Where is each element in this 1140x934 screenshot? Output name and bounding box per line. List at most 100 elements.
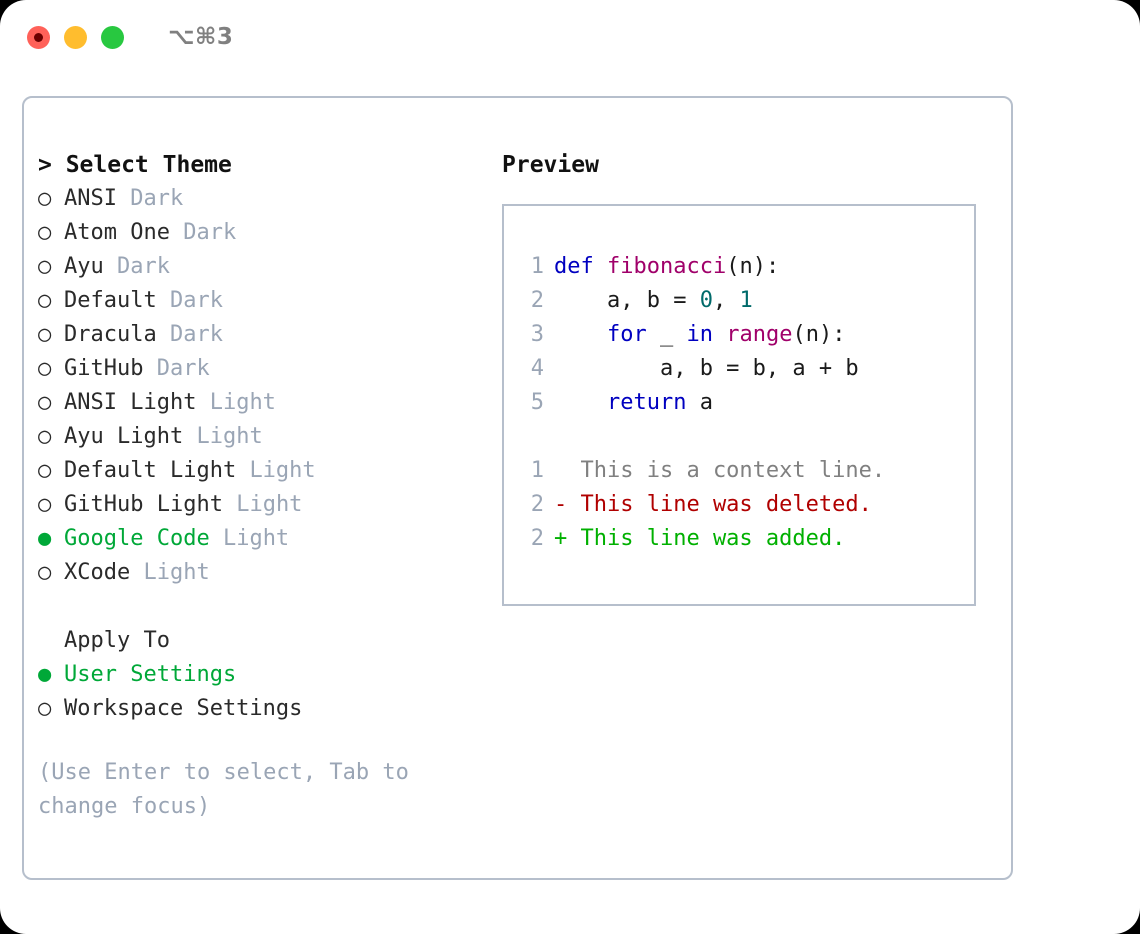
theme-option-default[interactable]: ○Default Dark: [38, 284, 468, 318]
spacer: [504, 420, 974, 454]
theme-picker-column: > Select Theme ○ANSI Dark○Atom One Dark○…: [38, 148, 468, 824]
code-token-fn: fibonacci: [606, 254, 727, 279]
code-token-fn: range: [726, 322, 793, 347]
code-line: 3 for _ in range(n):: [504, 318, 974, 352]
apply-to-header: Apply To: [64, 628, 170, 653]
radio-unselected-icon: ○: [38, 186, 52, 211]
code-line: 2 a, b = 0, 1: [504, 284, 974, 318]
apply-to-options-list: ● User Settings ○ Workspace Settings: [38, 658, 468, 726]
diff-line-ctx: 1 This is a context line.: [504, 454, 974, 488]
theme-option-label: Dracula: [64, 322, 157, 347]
code-token-plain: a, b =: [554, 288, 700, 313]
theme-option-kind: Light: [196, 424, 263, 449]
code-token-plain: _: [646, 322, 687, 347]
code-token-kw: return: [606, 390, 687, 415]
code-line: 5 return a: [504, 386, 974, 420]
keyboard-shortcut-label: ⌥⌘3: [168, 24, 234, 50]
theme-option-kind: Dark: [156, 356, 210, 381]
theme-option-kind: Light: [209, 390, 276, 415]
theme-option-atom-one[interactable]: ○ Atom One Dark: [38, 216, 468, 250]
code-token-plain: (n):: [792, 322, 846, 347]
apply-to-option-user-settings[interactable]: ● User Settings: [38, 658, 468, 692]
radio-unselected-icon: ○: [38, 288, 52, 313]
theme-option-dracula[interactable]: ○Dracula Dark: [38, 318, 468, 352]
code-token-plain: ,: [712, 288, 740, 313]
theme-option-label: Ayu Light: [64, 424, 184, 449]
apply-to-option-label: Workspace Settings: [64, 696, 303, 721]
radio-unselected-icon: ○: [38, 356, 52, 381]
theme-option-label: GitHub: [64, 356, 144, 381]
code-token-plain: a, b = b, a + b: [554, 356, 859, 381]
diff-line-del: 2- This line was deleted.: [504, 488, 974, 522]
radio-unselected-icon: ○: [38, 254, 52, 279]
theme-option-github-light[interactable]: ○GitHub Light Light: [38, 488, 468, 522]
radio-selected-icon: ●: [38, 662, 52, 687]
theme-option-label: Default Light: [64, 458, 237, 483]
theme-option-label: Google Code: [64, 526, 210, 551]
line-number: 5: [530, 390, 544, 415]
apply-to-option-workspace-settings[interactable]: ○ Workspace Settings: [38, 692, 468, 726]
diff-line-text: This is a context line.: [554, 458, 886, 483]
radio-selected-icon: ●: [38, 526, 52, 551]
theme-option-kind: Light: [249, 458, 316, 483]
theme-option-ansi[interactable]: ○ ANSI Dark: [38, 182, 468, 216]
theme-option-label: ANSI: [64, 186, 117, 211]
theme-option-github[interactable]: ○ GitHub Dark: [38, 352, 468, 386]
theme-option-kind: Light: [143, 560, 210, 585]
code-token-num: 0: [699, 288, 713, 313]
code-token-plain: [554, 322, 607, 347]
theme-option-xcode[interactable]: ○ XCode Light: [38, 556, 468, 590]
spacer: [38, 590, 468, 624]
theme-option-label: Atom One: [64, 220, 170, 245]
title-bar: ⌥⌘3: [0, 0, 1140, 78]
code-token-num: 1: [739, 288, 753, 313]
theme-option-kind: Dark: [183, 220, 237, 245]
radio-unselected-icon: ○: [38, 390, 52, 415]
radio-unselected-icon: ○: [38, 696, 52, 721]
maximize-button[interactable]: [101, 26, 124, 49]
theme-option-kind: Dark: [117, 254, 170, 279]
minimize-button[interactable]: [64, 26, 87, 49]
theme-option-ayu[interactable]: ○ Ayu Dark: [38, 250, 468, 284]
radio-unselected-icon: ○: [38, 322, 52, 347]
theme-option-kind: Dark: [130, 186, 184, 211]
theme-option-label: Ayu: [64, 254, 104, 279]
radio-unselected-icon: ○: [38, 458, 52, 483]
theme-options-list: ○ ANSI Dark ○ Atom One Dark ○ Ayu Dark ○ Defaul…: [38, 182, 468, 590]
main-panel: > Select Theme ○ANSI Dark○Atom One Dark○…: [22, 96, 1013, 880]
theme-option-ayu-light[interactable]: ○Ayu Light Light: [38, 420, 468, 454]
theme-option-google-code[interactable]: ● Google Code Light: [38, 522, 468, 556]
line-number: 2: [530, 526, 544, 551]
code-line: 4 a, b = b, a + b: [504, 352, 974, 386]
theme-option-default-light[interactable]: ○ Default Light Light: [38, 454, 468, 488]
theme-option-label: ANSI Light: [64, 390, 197, 415]
apply-to-option-label: User Settings: [64, 662, 237, 687]
code-token-kw: def: [554, 254, 607, 279]
close-button[interactable]: [27, 26, 50, 49]
line-number: 3: [530, 322, 544, 347]
diff-line-text: + This line was added.: [554, 526, 846, 551]
theme-option-kind: Light: [236, 492, 303, 517]
select-theme-title: > Select Theme: [38, 152, 232, 178]
theme-option-ansi-light[interactable]: ○ ANSI Light Light: [38, 386, 468, 420]
diff-sample: 1 This is a context line.2- This line wa…: [504, 454, 974, 556]
theme-option-label: Default: [64, 288, 157, 313]
keyboard-hint-text: (Use Enter to select, Tab to change focu…: [38, 760, 409, 819]
line-number: 1: [530, 254, 544, 279]
radio-unselected-icon: ○: [38, 220, 52, 245]
code-token-kw: in: [686, 322, 713, 347]
window-controls: [27, 26, 124, 49]
diff-line-text: - This line was deleted.: [554, 492, 872, 517]
theme-option-kind: Light: [222, 526, 290, 551]
code-token-plain: [713, 322, 726, 347]
theme-option-label: XCode: [64, 560, 131, 585]
radio-unselected-icon: ○: [38, 560, 52, 585]
code-token-kw: for: [606, 322, 647, 347]
preview-title: Preview: [502, 152, 599, 178]
code-token-plain: a: [686, 390, 713, 415]
